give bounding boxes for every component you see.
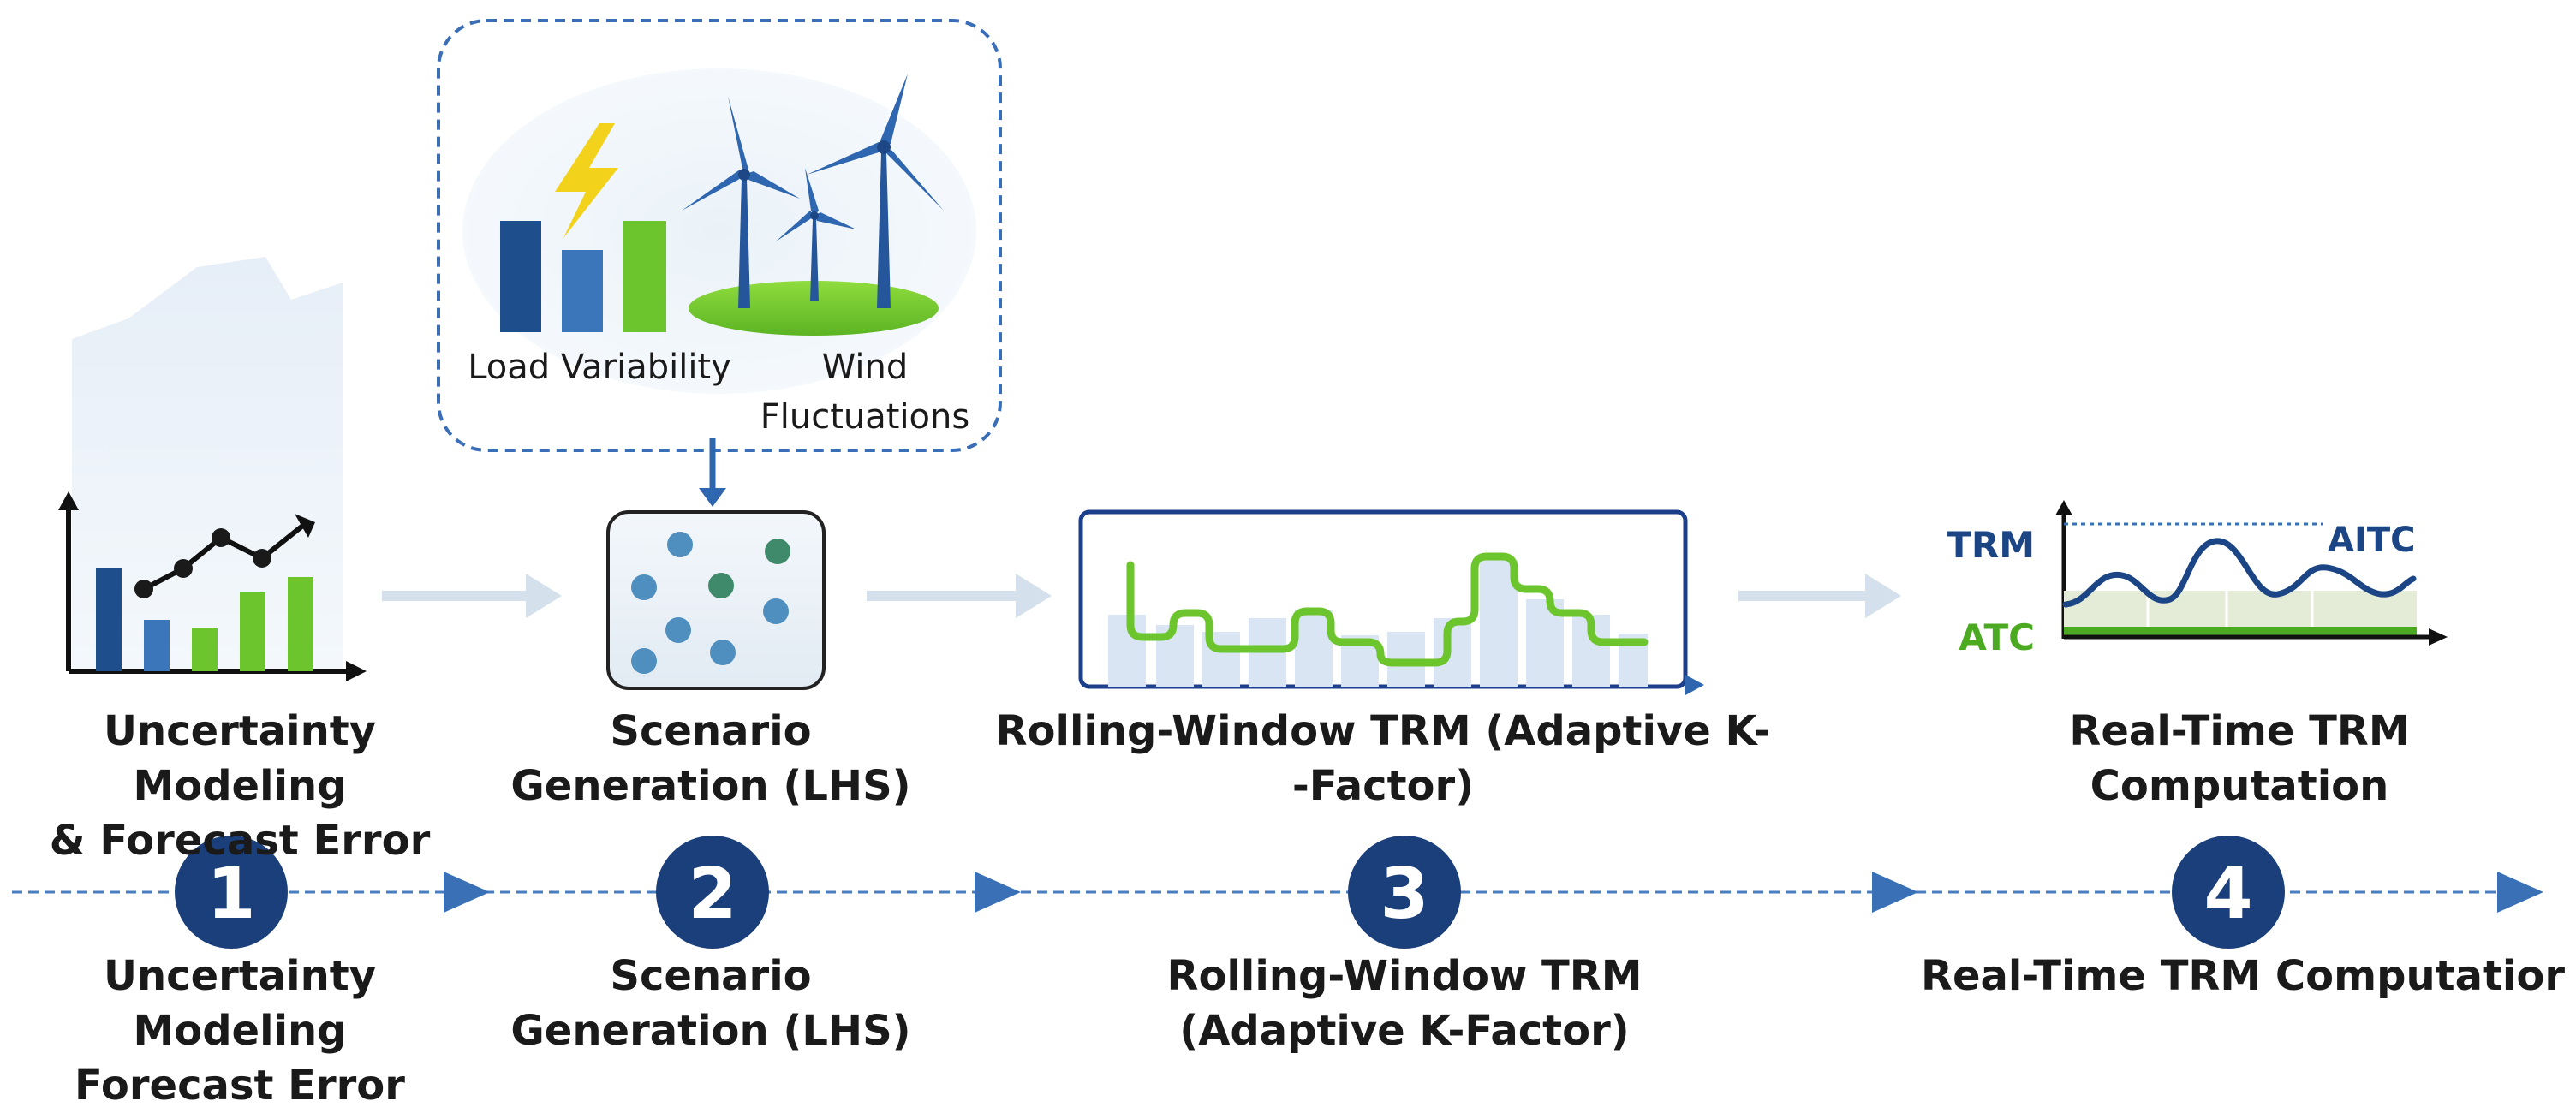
step-badge-1: 1 bbox=[175, 836, 288, 949]
timeline-label-line: Uncertainty Modeling bbox=[103, 952, 377, 1055]
wind-turbine-icon bbox=[682, 74, 944, 336]
timeline-arrowhead bbox=[2497, 872, 2543, 913]
timeline: 1 2 3 4 bbox=[12, 836, 2543, 949]
timeline-label-line: Scenario bbox=[610, 952, 812, 1000]
stage-label-rolling-window: Rolling-Window TRM (Adaptive K- -Factor) bbox=[985, 704, 1781, 813]
timeline-label-line: (Adaptive K-Factor) bbox=[1179, 1007, 1630, 1055]
realtime-trm-chart-icon bbox=[2055, 500, 2448, 646]
wind-label-line1: Wind bbox=[821, 348, 909, 387]
timeline-label-line: Generation (LHS) bbox=[510, 1007, 911, 1055]
svg-text:1: 1 bbox=[206, 854, 255, 935]
timeline-arrowhead bbox=[444, 872, 490, 913]
timeline-label-4: Real-Time TRM Computatior bbox=[1910, 949, 2576, 1003]
timeline-label-line: Forecast Error bbox=[75, 1062, 405, 1110]
flow-arrow bbox=[867, 574, 1052, 618]
stage-label-line: -Factor) bbox=[1291, 762, 1475, 810]
load-variability-label: Load Variability bbox=[468, 348, 731, 387]
stage-label-line: Generation (LHS) bbox=[510, 762, 911, 810]
timeline-label-1: Uncertainty Modeling Forecast Error bbox=[0, 949, 480, 1113]
stage-label-line: Scenario bbox=[610, 707, 812, 755]
flow-arrow bbox=[382, 574, 562, 618]
wind-fluctuations-label: Wind Fluctuations bbox=[736, 342, 993, 442]
rolling-window-chart-icon bbox=[1078, 509, 1704, 695]
stage-label-uncertainty: Uncertainty Modeling & Forecast Error bbox=[0, 704, 480, 868]
stage-label-line: & Forecast Error bbox=[49, 817, 431, 865]
scenario-scatter-icon bbox=[606, 510, 826, 690]
trm-label: TRM bbox=[1947, 524, 2035, 566]
timeline-arrowhead bbox=[1872, 872, 1918, 913]
aitc-label: AITC bbox=[2328, 521, 2416, 560]
wind-label-line2: Fluctuations bbox=[760, 397, 970, 437]
timeline-label-3: Rolling-Window TRM (Adaptive K-Factor) bbox=[1062, 949, 1747, 1058]
step-badge-4: 4 bbox=[2172, 836, 2285, 949]
uncertainty-chart-icon bbox=[58, 257, 367, 681]
timeline-arrowhead bbox=[975, 872, 1021, 913]
load-bar-chart-icon bbox=[500, 221, 666, 332]
sources-panel bbox=[437, 19, 1002, 452]
svg-text:3: 3 bbox=[1380, 854, 1428, 935]
timeline-label-line: Rolling-Window TRM bbox=[1166, 952, 1643, 1000]
stage-label-line: Rolling-Window TRM (Adaptive K- bbox=[995, 707, 1771, 755]
atc-label: ATC bbox=[1959, 616, 2035, 658]
step-badge-3: 3 bbox=[1348, 836, 1461, 949]
flow-arrow bbox=[1738, 574, 1901, 618]
stage-label-scenario: Scenario Generation (LHS) bbox=[480, 704, 942, 813]
lightning-bolt-icon bbox=[555, 123, 618, 238]
stage-label-line: Uncertainty Modeling bbox=[103, 707, 377, 810]
svg-text:4: 4 bbox=[2203, 854, 2252, 935]
step-badge-2: 2 bbox=[656, 836, 769, 949]
panel-down-arrow bbox=[699, 438, 726, 507]
stage-label-line: Real-Time TRM Computation bbox=[2069, 707, 2410, 810]
stage-label-realtime: Real-Time TRM Computation bbox=[1918, 704, 2561, 813]
svg-text:2: 2 bbox=[688, 854, 736, 935]
timeline-label-line: Real-Time TRM Computatior bbox=[1920, 952, 2565, 1000]
timeline-label-2: Scenario Generation (LHS) bbox=[480, 949, 942, 1058]
pipeline-diagram: 1 2 3 4 bbox=[12, 19, 2543, 949]
